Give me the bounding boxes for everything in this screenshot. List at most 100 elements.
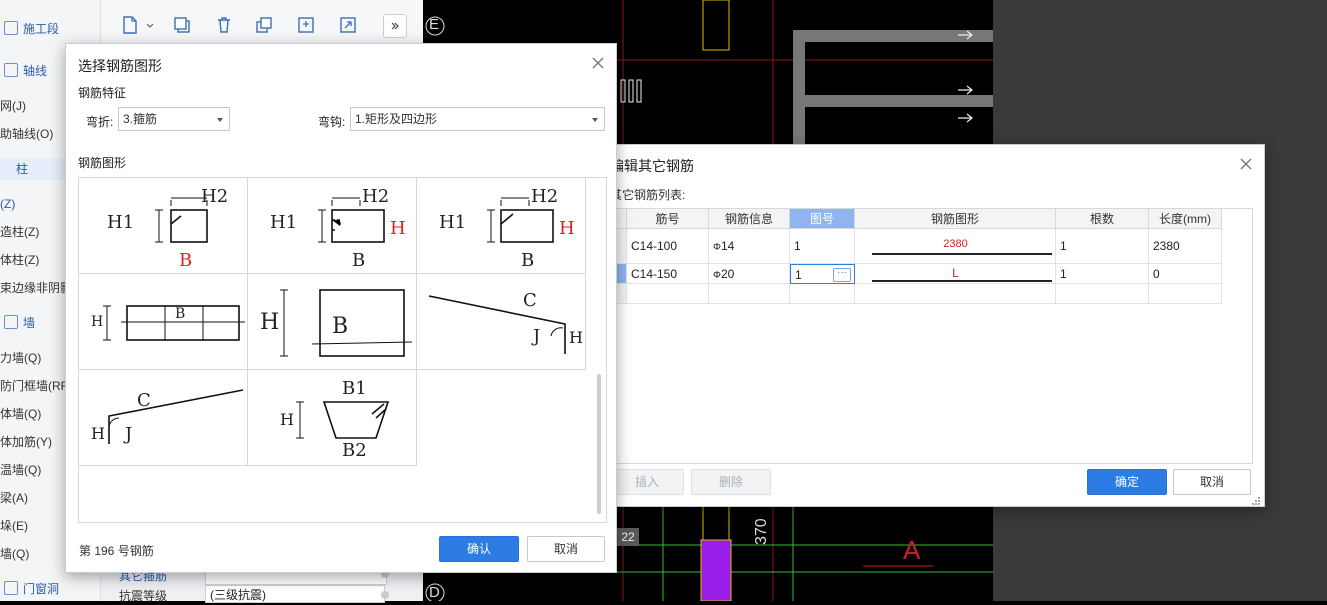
nav-item-boundary[interactable]: 束边缘非阴影	[0, 281, 73, 295]
rebar-grade-icon: Φ	[713, 242, 721, 253]
shape-cell-1[interactable]: H1 H2 B	[79, 178, 248, 274]
shape-cell-4[interactable]: H B	[79, 274, 248, 370]
shape-dimension-label: L	[952, 266, 959, 280]
nav-item-beam[interactable]: 梁(A)	[0, 491, 28, 505]
nav-item-masonry-column[interactable]: 体柱(Z)	[0, 253, 40, 267]
cell-count[interactable]: 1	[1056, 229, 1149, 264]
cell-shape[interactable]: L	[855, 264, 1056, 284]
cell-bar-no[interactable]: C14-100	[627, 229, 709, 264]
seismic-grade-field[interactable]: (三级抗震)	[205, 585, 385, 603]
shape-cell-7[interactable]: C H J	[79, 370, 248, 466]
layer-icon	[4, 63, 18, 77]
cell-bar-info[interactable]: Φ20	[709, 264, 790, 284]
duplicate-icon[interactable]	[253, 14, 275, 36]
confirm-button[interactable]: 确认	[439, 536, 519, 562]
cell-length[interactable]: 0	[1149, 264, 1222, 284]
close-icon[interactable]	[1238, 156, 1254, 172]
col-header-bar-no: 筋号	[627, 209, 709, 229]
nav-item-wall-q[interactable]: 墙(Q)	[0, 547, 30, 561]
col-header-length: 长度(mm)	[1149, 209, 1222, 229]
rebar-line-shape	[872, 280, 1052, 282]
nav-item-insulation-wall[interactable]: 温墙(Q)	[0, 463, 42, 477]
nav-section-axis[interactable]: 轴线	[4, 60, 47, 82]
chevron-down-icon	[592, 118, 598, 122]
cancel-button[interactable]: 取消	[1173, 469, 1251, 495]
shape-cell-6[interactable]: C J H	[417, 274, 586, 370]
resize-grip-icon[interactable]	[1252, 494, 1260, 505]
nav-item-aux-axis[interactable]: 助轴线(O)	[0, 127, 54, 141]
more-icon[interactable]	[383, 14, 407, 38]
cad-tag-22: 22	[617, 528, 639, 546]
insert-button[interactable]: 插入	[610, 469, 684, 495]
grid-label-e: E	[429, 16, 440, 33]
export-icon[interactable]	[295, 14, 317, 36]
nav-item-constructional-column[interactable]: 造柱(Z)	[0, 225, 40, 239]
dialog-title: 选择钢筋图形	[78, 58, 162, 74]
edit-rebar-dialog: 编辑其它钢筋 其它钢筋列表: 筋号 钢筋信息 图号 钢筋图形 根数 长度(mm)…	[595, 144, 1265, 507]
nav-item-masonry-wall[interactable]: 体墙(Q)	[0, 407, 42, 421]
cell-length[interactable]	[1149, 284, 1222, 304]
import-icon[interactable]	[337, 14, 359, 36]
close-icon[interactable]	[590, 55, 606, 71]
prop-dot-icon	[381, 591, 389, 599]
section-label-a: A	[903, 535, 921, 565]
layer-icon	[4, 315, 18, 329]
cell-count[interactable]: 1	[1056, 264, 1149, 284]
cell-shape[interactable]: 2380	[855, 229, 1056, 264]
col-header-fig-no[interactable]: 图号	[790, 209, 855, 229]
nav-item-shear-wall[interactable]: 力墙(Q)	[0, 351, 42, 365]
new-icon[interactable]	[119, 14, 141, 36]
cell-bar-no[interactable]	[627, 284, 709, 304]
cell-fig-no-editing[interactable]: 1 ···	[790, 264, 855, 284]
rebar-grade-icon: Φ	[713, 270, 721, 281]
ok-button[interactable]: 确定	[1087, 469, 1167, 495]
list-label: 其它钢筋列表:	[610, 188, 686, 202]
copy-icon[interactable]	[171, 14, 193, 36]
bend-select[interactable]: 3.箍筋	[118, 107, 230, 131]
cell-bar-info[interactable]: Φ14	[709, 229, 790, 264]
delete-icon[interactable]	[213, 14, 235, 36]
shape-cell-2[interactable]: H1 H2 H B	[248, 178, 417, 274]
chevron-down-icon[interactable]	[145, 14, 155, 36]
nav-item-grid[interactable]: 网(J)	[0, 99, 26, 113]
hook-label: 弯钩:	[318, 115, 346, 129]
col-header-count: 根数	[1056, 209, 1149, 229]
nav-section-openings[interactable]: 门窗洞	[4, 578, 59, 600]
nav-section-construction[interactable]: 施工段	[4, 18, 59, 40]
shape-label: 钢筋图形	[78, 156, 127, 170]
nav-section-wall[interactable]: 墙	[4, 312, 35, 334]
dialog-title: 编辑其它钢筋	[610, 158, 694, 174]
nav-section-column[interactable]: 柱	[0, 158, 86, 180]
prop-dot-icon	[381, 570, 389, 578]
nav-item-column-z[interactable]: (Z)	[0, 197, 16, 211]
shape-cell-8[interactable]: B1 H B2	[248, 370, 417, 466]
cancel-button[interactable]: 取消	[527, 536, 605, 562]
cell-bar-no[interactable]: C14-150	[627, 264, 709, 284]
rebar-line-shape	[872, 253, 1052, 255]
cell-fig-no[interactable]	[790, 284, 855, 304]
col-header-bar-info: 钢筋信息	[709, 209, 790, 229]
cell-count[interactable]	[1056, 284, 1149, 304]
dimension-370: 370	[753, 518, 770, 545]
cell-bar-info[interactable]	[709, 284, 790, 304]
nav-item-pier[interactable]: 垛(E)	[0, 519, 28, 533]
nav-item-door-frame-wall[interactable]: 防门框墙(RF	[0, 379, 68, 393]
shape-dimension-label: 2380	[943, 238, 968, 250]
feature-label: 钢筋特征	[78, 86, 127, 100]
select-shape-dialog: 选择钢筋图形 钢筋特征 弯折: 3.箍筋 弯钩: 1.矩形及四边形 钢筋图形 H…	[65, 43, 617, 573]
cell-length[interactable]: 2380	[1149, 229, 1222, 264]
hook-select[interactable]: 1.矩形及四边形	[350, 107, 605, 131]
prop-row-seismic: 抗震等级 (三级抗震)	[101, 585, 423, 605]
cell-shape[interactable]	[855, 284, 1056, 304]
delete-button[interactable]: 删除	[691, 469, 771, 495]
nav-item-masonry-rebar[interactable]: 体加筋(Y)	[0, 435, 52, 449]
shape-cell-3[interactable]: H1 H2 H B	[417, 178, 586, 274]
status-text: 第 196 号钢筋	[79, 544, 154, 558]
grid-label-d: D	[429, 584, 440, 601]
shape-cell-5[interactable]: H B	[248, 274, 417, 370]
col-header-shape: 钢筋图形	[855, 209, 1056, 229]
ellipsis-button[interactable]: ···	[833, 268, 851, 282]
cell-fig-no[interactable]: 1	[790, 229, 855, 264]
gallery-scrollbar[interactable]	[596, 179, 602, 519]
bend-label: 弯折:	[86, 115, 114, 129]
